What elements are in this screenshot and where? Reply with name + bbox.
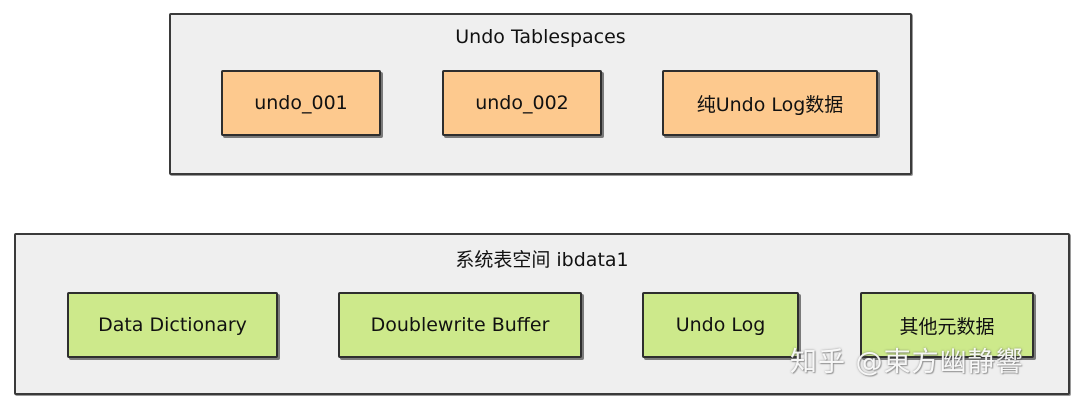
undo-001-box: undo_001 (221, 70, 381, 136)
system-tablespace-title: 系统表空间 ibdata1 (455, 249, 629, 271)
doublewrite-buffer-box: Doublewrite Buffer (338, 292, 582, 358)
other-metadata-box: 其他元数据 (860, 292, 1034, 358)
watermark-text: 知乎 @東方幽静響 (790, 347, 1024, 378)
undo-log-box: Undo Log (642, 292, 799, 358)
undo-002-box: undo_002 (442, 70, 602, 136)
undo-tablespaces-title: Undo Tablespaces (455, 26, 626, 48)
pure-undo-log-data-box: 纯Undo Log数据 (662, 70, 878, 136)
data-dictionary-box: Data Dictionary (67, 292, 278, 358)
